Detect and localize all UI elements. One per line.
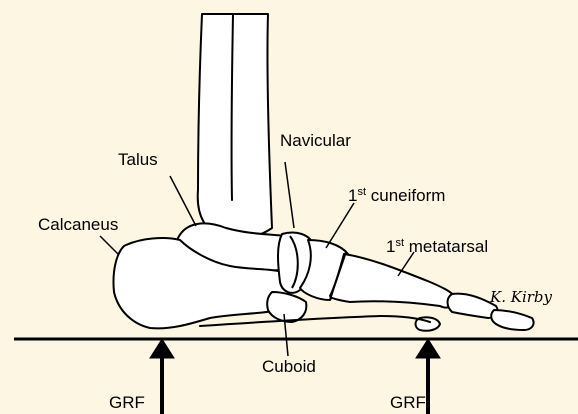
label-calcaneus: Calcaneus — [38, 216, 118, 233]
metatarsal-bone — [330, 254, 456, 308]
label-navicular: Navicular — [280, 132, 351, 149]
label-first-metatarsal: 1st metatarsal — [386, 238, 488, 255]
label-cuboid: Cuboid — [262, 358, 316, 375]
phalanx-distal-bone — [491, 310, 533, 330]
tibia-bone — [198, 14, 272, 239]
artist-signature: K. Kirby — [490, 288, 552, 306]
cuboid-bone — [267, 292, 306, 322]
label-grf-right: GRF — [390, 394, 426, 411]
label-talus: Talus — [118, 151, 158, 168]
label-grf-left: GRF — [109, 394, 145, 411]
label-first-cuneiform: 1st cuneiform — [348, 187, 445, 204]
grf-arrow-left — [150, 339, 174, 414]
